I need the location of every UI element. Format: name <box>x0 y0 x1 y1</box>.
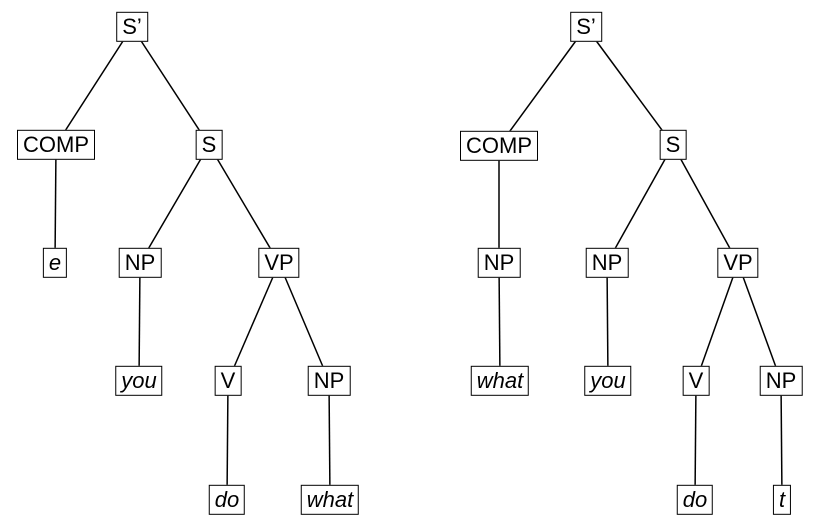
tree-edge-left-tree-comp-e <box>54 144 57 264</box>
tree-edge-left-tree-v-do <box>226 380 229 501</box>
tree-edge-right-tree-vp-np-obj <box>737 262 782 382</box>
tree-edge-left-tree-np-subj-you <box>138 262 141 382</box>
tree-node-right-tree-what: what <box>470 365 530 397</box>
tree-edge-left-tree-vp-np-obj <box>278 262 330 382</box>
tree-node-right-tree-comp: COMP <box>460 130 538 162</box>
tree-edge-left-tree-vp-v <box>227 262 280 382</box>
tree-node-left-tree-vp: VP <box>258 247 300 279</box>
tree-edge-right-tree-v-do <box>694 380 697 501</box>
tree-node-right-tree-do: do <box>676 484 714 516</box>
tree-node-right-tree-t: t <box>772 484 792 516</box>
tree-edge-left-tree-s-vp <box>208 144 280 264</box>
tree-node-left-tree-np-subj: NP <box>118 247 162 279</box>
tree-edge-right-tree-np-obj-t <box>780 380 783 501</box>
tree-node-left-tree-what: what <box>300 484 360 516</box>
tree-node-left-tree-comp: COMP <box>17 129 95 161</box>
tree-node-right-tree-v: V <box>682 365 710 397</box>
tree-edge-right-tree-s-bar-comp <box>498 26 587 147</box>
tree-node-left-tree-s-bar: S’ <box>116 11 148 43</box>
tree-node-right-tree-np-obj: NP <box>759 365 803 397</box>
tree-node-left-tree-v: V <box>214 365 242 397</box>
tree-edge-right-tree-s-bar-s <box>585 26 674 146</box>
tree-node-left-tree-e: e <box>42 247 68 279</box>
tree-edge-right-tree-s-np-subj <box>606 144 674 264</box>
tree-edge-left-tree-s-np-subj <box>139 144 210 264</box>
tree-edge-right-tree-s-vp <box>672 144 739 264</box>
tree-node-right-tree-np-comp: NP <box>477 247 521 279</box>
tree-node-right-tree-s: S <box>659 129 687 161</box>
tree-edge-right-tree-np-subj-you <box>606 262 609 382</box>
tree-edge-left-tree-s-bar-s <box>131 26 210 146</box>
tree-edge-left-tree-np-obj-what <box>328 380 331 501</box>
tree-edge-right-tree-vp-v <box>695 262 739 382</box>
tree-node-left-tree-s: S <box>195 129 223 161</box>
tree-node-left-tree-do: do <box>208 484 246 516</box>
tree-node-left-tree-np-obj: NP <box>307 365 351 397</box>
tree-node-left-tree-you: you <box>115 365 163 397</box>
tree-edge-left-tree-s-bar-comp <box>55 26 133 146</box>
tree-node-right-tree-np-subj: NP <box>585 247 629 279</box>
tree-edge-right-tree-np-comp-what <box>498 262 501 382</box>
tree-node-right-tree-s-bar: S’ <box>570 11 602 43</box>
tree-node-right-tree-vp: VP <box>717 247 759 279</box>
tree-node-right-tree-you: you <box>584 365 632 397</box>
